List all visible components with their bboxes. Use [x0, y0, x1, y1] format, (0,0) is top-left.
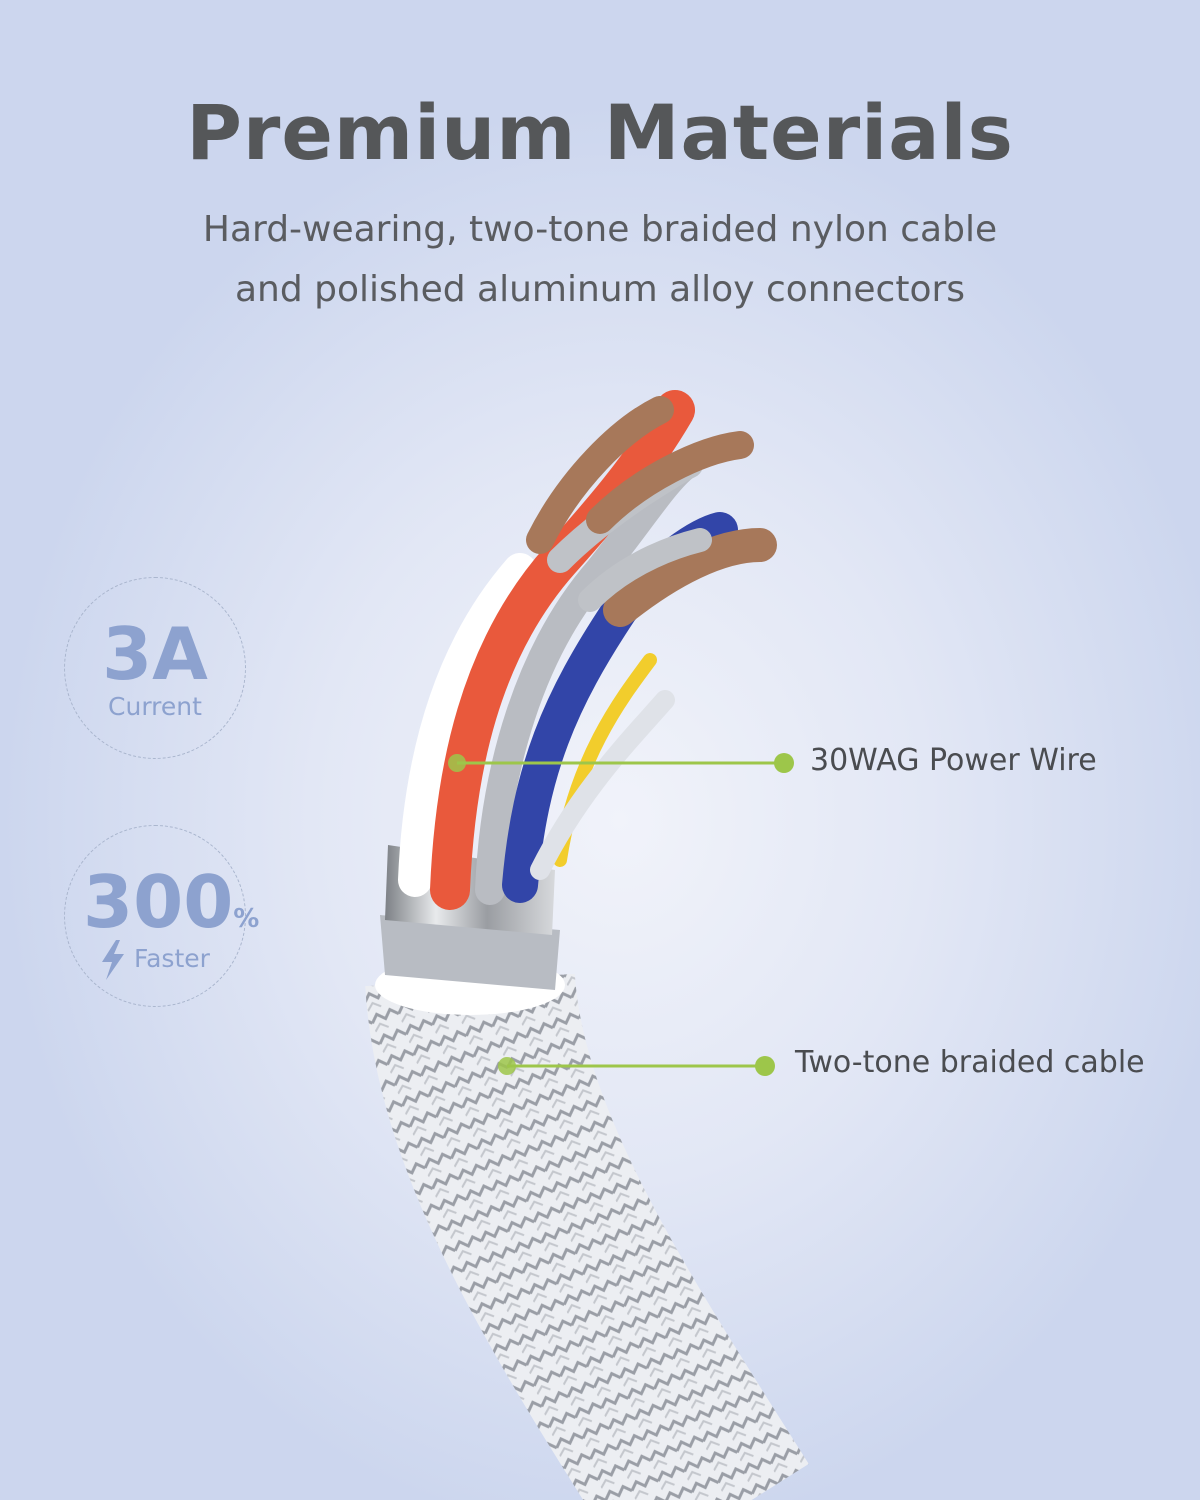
- current-label: Current: [108, 692, 202, 721]
- callout-line-braided-cable: [498, 1056, 775, 1076]
- subtitle: Hard-wearing, two-tone braided nylon cab…: [0, 200, 1200, 320]
- speed-value: 300: [83, 860, 234, 944]
- speed-label: Faster: [134, 944, 210, 973]
- callout-line-power-wire: [448, 753, 794, 773]
- braided-cable-body: [365, 971, 809, 1500]
- speed-badge: 300% Faster: [64, 825, 259, 1007]
- callout-power-wire: 30WAG Power Wire: [810, 743, 1097, 778]
- current-badge: 3A Current: [64, 577, 246, 759]
- subtitle-line-1: Hard-wearing, two-tone braided nylon cab…: [202, 209, 998, 250]
- speed-unit: %: [233, 904, 260, 934]
- callout-braided-cable: Two-tone braided cable: [795, 1045, 1145, 1080]
- subtitle-line-2: and polished aluminum alloy connectors: [234, 269, 966, 310]
- inner-wires: [398, 390, 777, 910]
- page-title: Premium Materials: [186, 88, 1014, 177]
- current-value: 3A: [102, 612, 208, 696]
- lightning-icon: [102, 940, 125, 980]
